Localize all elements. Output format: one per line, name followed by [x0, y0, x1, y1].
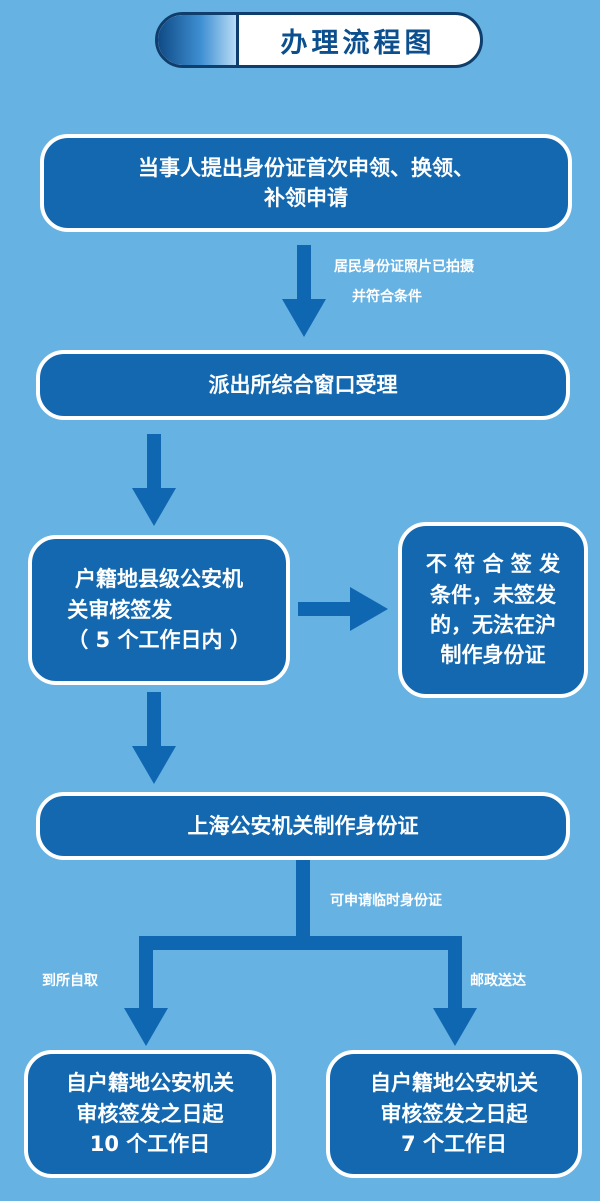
- result-pickup-line1: 自户籍地公安机关: [66, 1071, 234, 1096]
- result-pickup-line3: 10 个工作日: [89, 1132, 211, 1157]
- step-reject-line2: 条件，未签发: [430, 582, 556, 607]
- step-produce-text: 上海公安机关制作身份证: [187, 813, 419, 838]
- step-accept: 派出所综合窗口受理: [36, 350, 570, 420]
- note-photo: 居民身份证照片已拍摄 并符合条件: [334, 252, 474, 312]
- arrow-accept-to-review: [132, 434, 176, 526]
- note-photo-line1: 居民身份证照片已拍摄: [334, 259, 474, 275]
- step-apply: 当事人提出身份证首次申领、换领、 补领申请: [40, 134, 572, 232]
- label-pickup: 到所自取: [42, 973, 98, 989]
- note-temp-id: 可申请临时身份证: [330, 893, 442, 909]
- step-reject-line4: 制作身份证: [440, 643, 546, 668]
- step-reject: 不 符 合 签 发 条件，未签发 的，无法在沪 制作身份证: [398, 522, 588, 698]
- result-mail-line2: 审核签发之日起: [380, 1101, 528, 1126]
- step-review: 户籍地县级公安机 关审核签发 （ 5 个工作日内 ）: [28, 535, 290, 685]
- result-pickup-line2: 审核签发之日起: [76, 1101, 224, 1126]
- arrow-review-to-reject: [298, 587, 388, 631]
- page-title: 办理流程图: [280, 27, 436, 59]
- step-review-line3: （ 5 个工作日内 ）: [67, 628, 251, 653]
- note-photo-line2: 并符合条件: [352, 289, 422, 305]
- result-mail: 自户籍地公安机关 审核签发之日起 7 个工作日: [326, 1050, 582, 1178]
- result-pickup: 自户籍地公安机关 审核签发之日起 10 个工作日: [24, 1050, 276, 1178]
- result-mail-line3: 7 个工作日: [401, 1132, 507, 1157]
- step-produce: 上海公安机关制作身份证: [36, 792, 570, 860]
- step-reject-line1: 不 符 合 签 发: [425, 552, 561, 577]
- step-apply-line2: 补领申请: [264, 186, 348, 210]
- arrow-review-to-produce: [132, 692, 176, 784]
- branch-connector: [124, 860, 477, 1046]
- step-apply-line1: 当事人提出身份证首次申领、换领、: [138, 155, 474, 180]
- title-banner: 办理流程图: [155, 12, 483, 68]
- step-review-line1: 户籍地县级公安机: [74, 567, 243, 592]
- step-review-line2: 关审核签发: [67, 597, 173, 622]
- arrow-apply-to-accept: [282, 245, 326, 337]
- step-accept-text: 派出所综合窗口受理: [208, 372, 398, 397]
- step-reject-line3: 的，无法在沪: [430, 613, 556, 637]
- title-decoration: [158, 15, 239, 65]
- label-mail: 邮政送达: [470, 973, 526, 989]
- result-mail-line1: 自户籍地公安机关: [370, 1071, 538, 1096]
